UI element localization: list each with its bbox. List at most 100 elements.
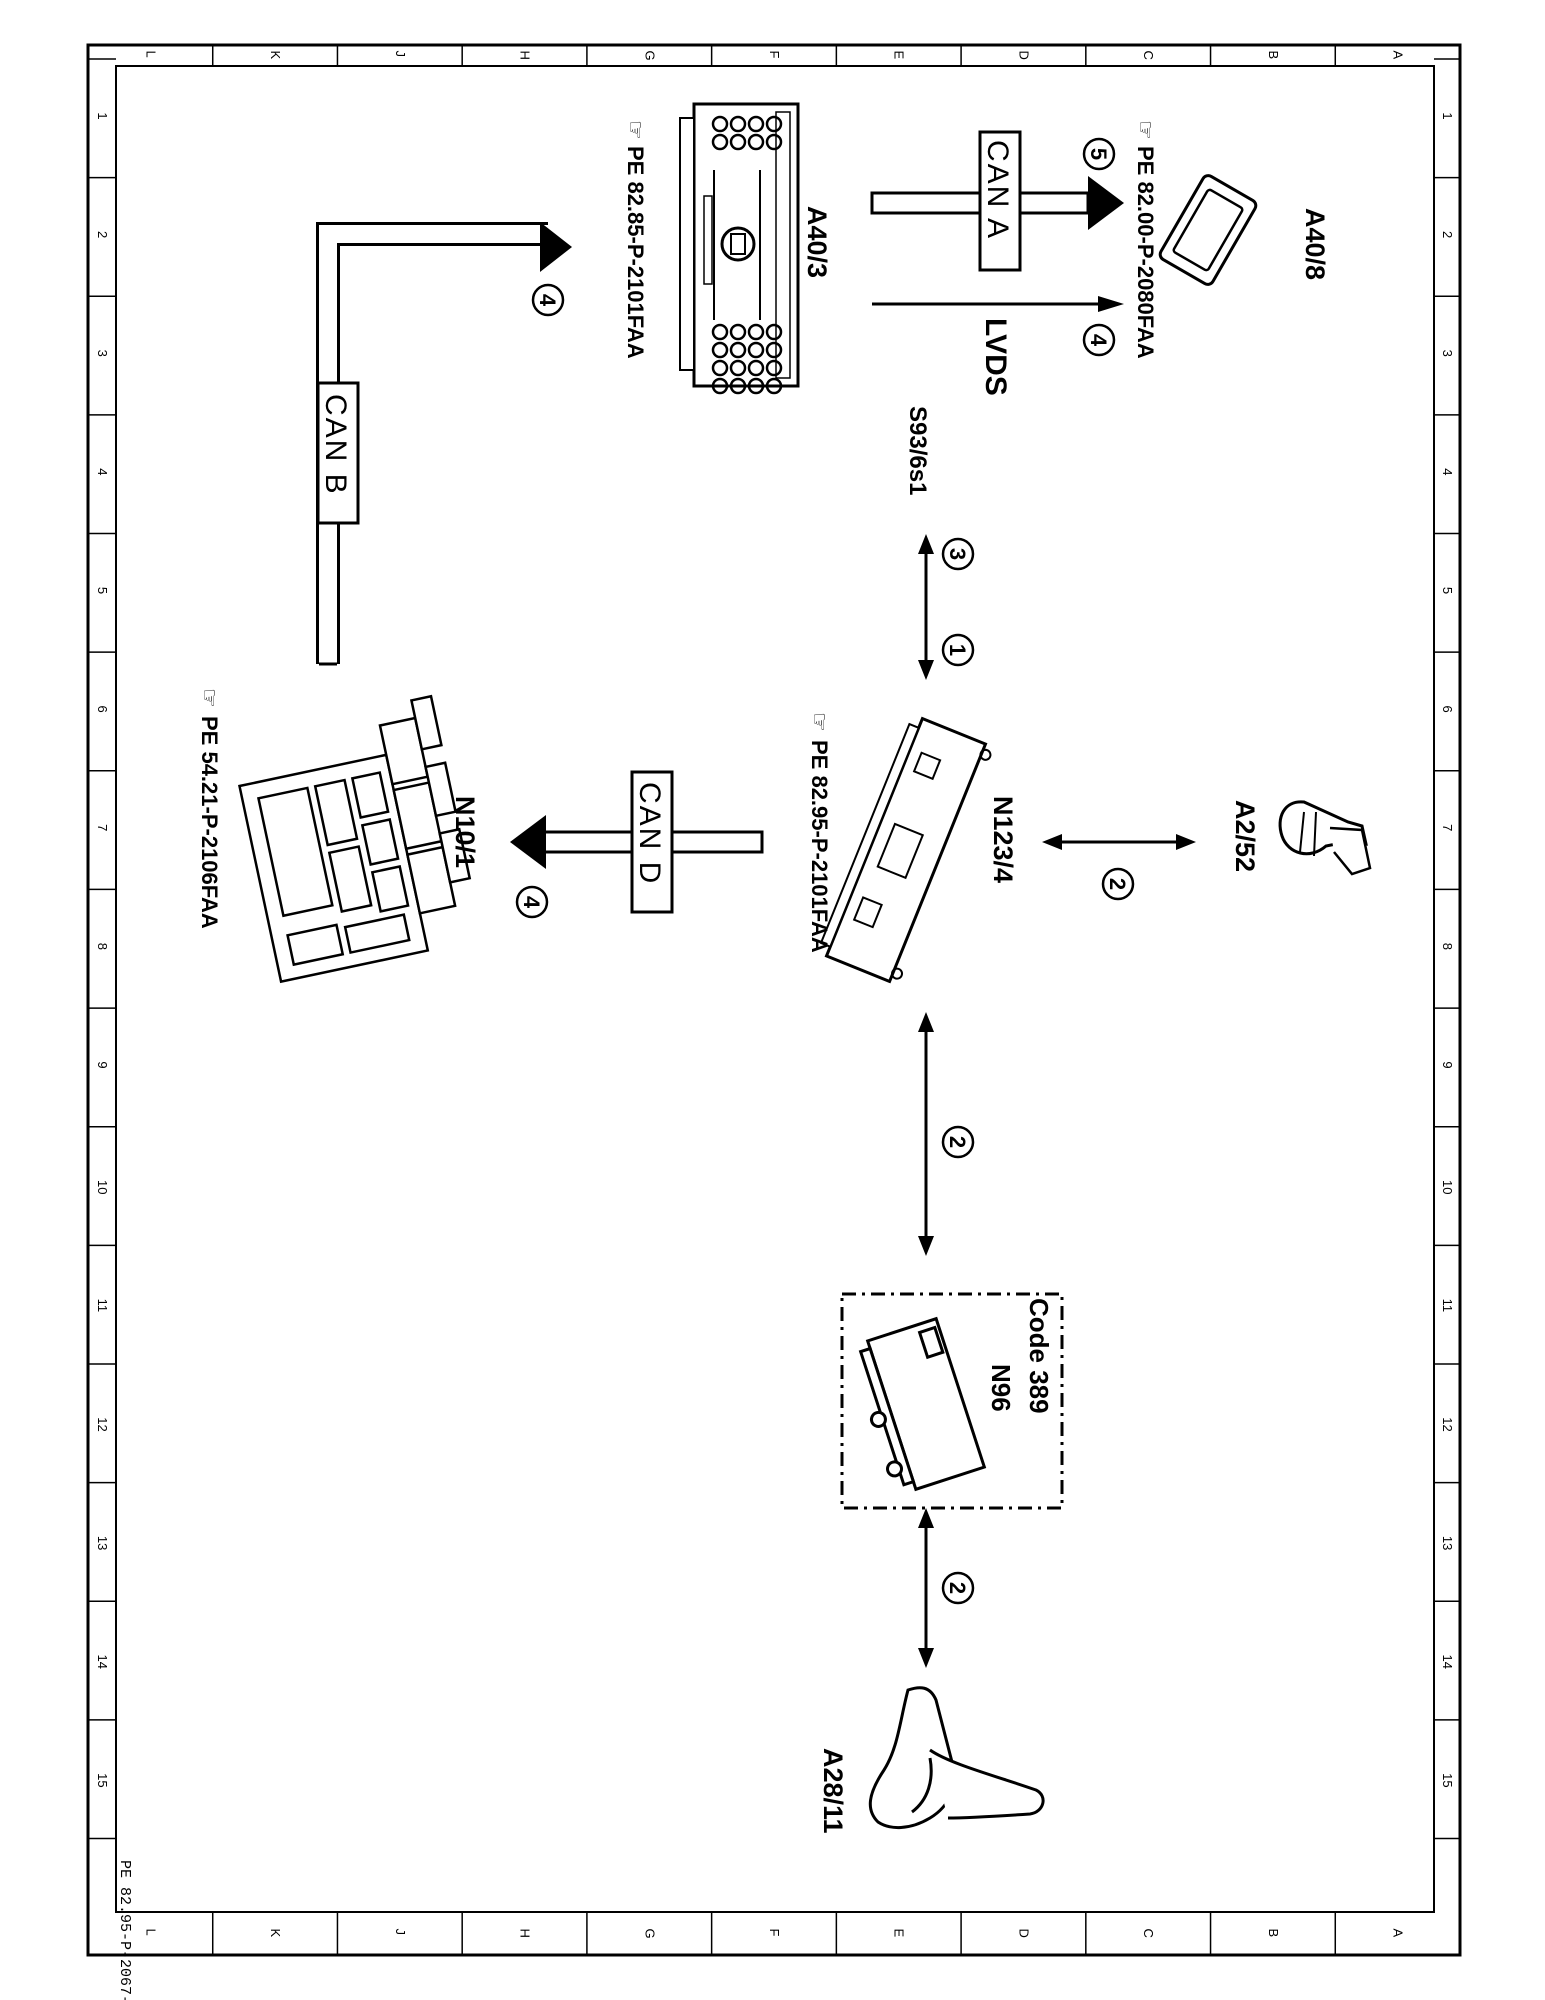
component-n123-4: N123/4 ☞ PE 82.95-P-2101FAA — [807, 712, 1018, 984]
callout: 5 — [1082, 137, 1116, 171]
grid-column-label: J — [393, 1929, 408, 1936]
callouts: 5 4 4 3 1 2 4 2 — [515, 137, 1135, 1605]
grid-column-label: C — [1141, 51, 1156, 60]
head-unit-button — [765, 359, 783, 377]
callout: 4 — [1082, 323, 1116, 357]
callout: 3 — [941, 537, 975, 571]
grid-column-label: E — [892, 1929, 907, 1938]
fusebox-icon — [238, 694, 472, 984]
head-unit-button — [747, 115, 765, 133]
a40-3-ref: PE 82.85-P-2101FAA — [623, 146, 648, 359]
component-a28-11: A28/11 — [818, 1686, 1045, 1834]
grid-row-label: 12 — [95, 1417, 110, 1431]
can-b-bus: CAN B — [316, 222, 572, 666]
grid-row-label: 5 — [1440, 587, 1455, 594]
inner-frame — [115, 65, 1435, 1913]
grid-row-label: 4 — [1440, 468, 1455, 475]
a28-11-label: A28/11 — [818, 1748, 848, 1834]
grid-row-label: 9 — [1440, 1061, 1455, 1068]
can-b-label: CAN B — [319, 394, 352, 496]
callout: 1 — [941, 633, 975, 667]
grid-row-label: 7 — [1440, 824, 1455, 831]
pointer-icon: ☞ — [623, 120, 648, 140]
component-n10-1: N10/1 ☞ PE 54.21-P-2106FAA — [197, 688, 480, 984]
grid-row-label: 8 — [95, 943, 110, 950]
button-grid-bottom — [711, 323, 783, 395]
head-unit-button — [729, 359, 747, 377]
grid-row-label: 2 — [1440, 231, 1455, 238]
head-unit-button — [765, 133, 783, 151]
lvds-link: LVDS — [872, 296, 1124, 396]
grid-column-label: H — [518, 51, 533, 60]
grid-ticks — [88, 45, 1460, 1955]
svg-text:4: 4 — [1086, 334, 1111, 347]
head-unit-button — [765, 323, 783, 341]
lvds-label: LVDS — [979, 318, 1012, 396]
head-unit-button — [729, 323, 747, 341]
head-unit-button — [711, 377, 729, 395]
grid-row-label: 9 — [95, 1061, 110, 1068]
grid-row-label: 15 — [95, 1773, 110, 1787]
grid-column-label: B — [1266, 51, 1281, 60]
grid-row-label: 1 — [1440, 112, 1455, 119]
head-unit-button — [729, 341, 747, 359]
a40-8-ref: PE 82.00-P-2080FAA — [1133, 146, 1158, 359]
code-389-box — [840, 1292, 1064, 1510]
pointer-icon: ☞ — [1133, 120, 1158, 140]
grid-row-label: 10 — [1440, 1180, 1455, 1194]
head-unit-button — [711, 133, 729, 151]
grid-column-label: G — [642, 51, 657, 61]
grid-column-label: L — [143, 1929, 158, 1936]
head-unit-button — [765, 341, 783, 359]
grid-column-label: C — [1141, 1929, 1156, 1938]
n10-1-ref: PE 54.21-P-2106FAA — [197, 716, 222, 929]
grid-row-label: 6 — [95, 705, 110, 712]
svg-text:4: 4 — [535, 294, 560, 307]
callout: 2 — [941, 1571, 975, 1605]
grid-row-label: 14 — [95, 1655, 110, 1669]
grid-column-label: A — [1391, 1929, 1406, 1938]
svg-text:2: 2 — [945, 1582, 970, 1594]
grid-row-label: 11 — [95, 1299, 110, 1313]
svg-text:1: 1 — [945, 644, 970, 656]
n96-code: Code 389 — [1024, 1298, 1054, 1414]
grid-row-label: 5 — [95, 587, 110, 594]
head-unit-button — [747, 377, 765, 395]
can-a-label: CAN A — [981, 140, 1014, 240]
grid-column-label: H — [518, 1929, 533, 1938]
grid-column-label: E — [892, 51, 907, 60]
svg-text:3: 3 — [945, 548, 970, 560]
component-a40-8: A40/8 ☞ PE 82.00-P-2080FAA — [1133, 120, 1330, 359]
grid-column-label: J — [393, 51, 408, 58]
callout: 4 — [515, 885, 549, 919]
pointer-icon: ☞ — [197, 688, 222, 708]
n123-4-label: N123/4 — [988, 796, 1018, 883]
svg-text:2: 2 — [1105, 878, 1130, 890]
grid-row-label: 4 — [95, 468, 110, 475]
s93-label: S93/6s1 — [904, 406, 931, 495]
head-unit-button — [729, 115, 747, 133]
grid-column-label: A — [1391, 51, 1406, 60]
grid-column-label: G — [642, 1929, 657, 1939]
grid-column-label: D — [1016, 51, 1031, 60]
can-a-bus: CAN A — [870, 130, 1124, 272]
head-unit-button — [747, 323, 765, 341]
grid-row-label: 7 — [95, 824, 110, 831]
grid-column-label: F — [767, 1929, 782, 1937]
head-unit-icon — [679, 102, 800, 395]
outer-border — [86, 43, 1462, 1957]
grid-column-label: F — [767, 51, 782, 59]
head-unit-button — [711, 341, 729, 359]
link-n123-n96 — [918, 1012, 934, 1256]
s93-link: S93/6s1 — [904, 406, 934, 680]
head-unit-button — [729, 133, 747, 151]
n10-1-label: N10/1 — [450, 796, 480, 868]
grid-row-label: 1 — [95, 112, 110, 119]
module-icon — [819, 716, 992, 984]
callout: 2 — [1101, 867, 1135, 901]
head-unit-button — [711, 359, 729, 377]
head-unit-button — [711, 323, 729, 341]
grid-row-label: 15 — [1440, 1773, 1455, 1787]
svg-text:4: 4 — [519, 896, 544, 909]
